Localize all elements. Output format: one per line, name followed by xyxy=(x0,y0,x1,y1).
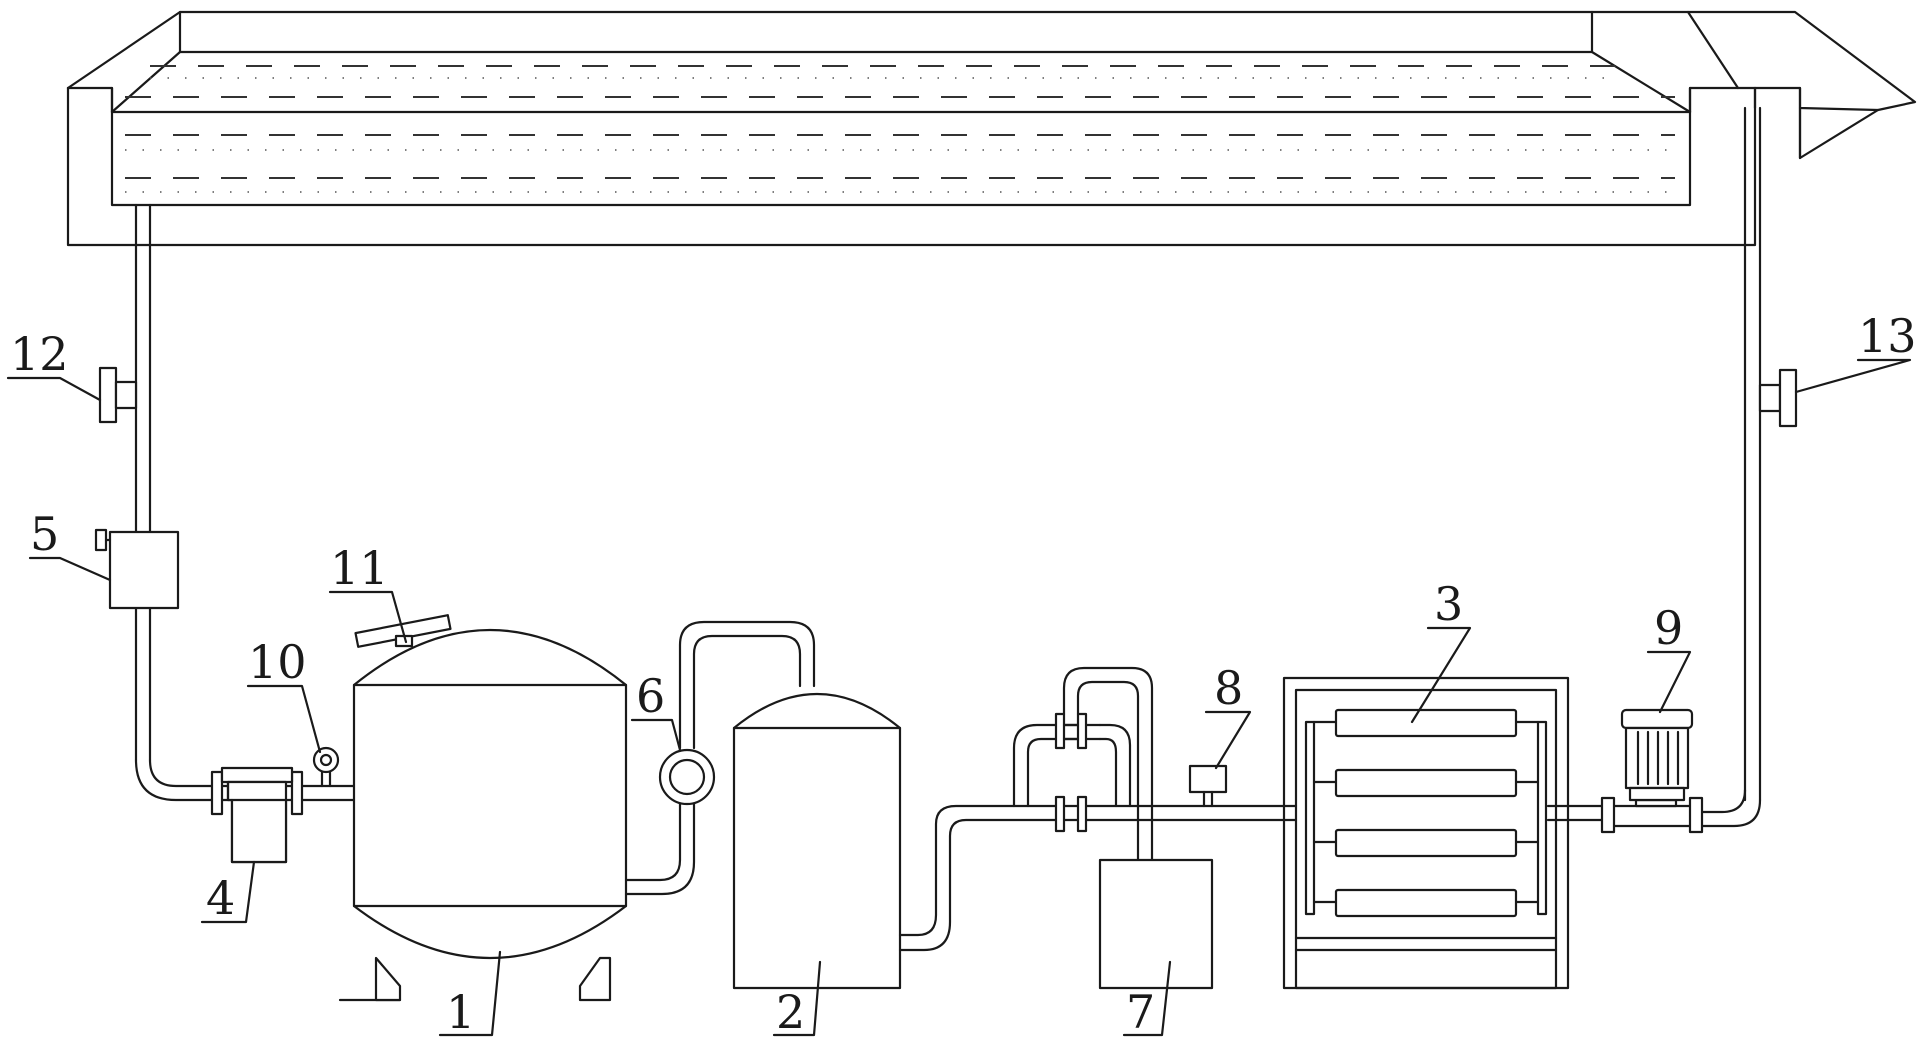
filter-4 xyxy=(210,766,358,864)
label-2: 2 xyxy=(776,985,805,1039)
label-5: 5 xyxy=(30,507,59,561)
valve-13 xyxy=(1758,368,1798,428)
label-13: 13 xyxy=(1858,309,1917,363)
label-10: 10 xyxy=(248,635,307,689)
pipe-tank2-to-line xyxy=(898,804,1286,952)
sensor-8 xyxy=(1188,764,1228,808)
label-6: 6 xyxy=(636,669,665,723)
right-supply-pipe xyxy=(1698,106,1762,828)
membrane-frame-3 xyxy=(1282,676,1570,990)
valve-12 xyxy=(98,366,138,424)
label-1: 1 xyxy=(446,985,475,1039)
label-11: 11 xyxy=(330,541,389,595)
label-3: 3 xyxy=(1434,577,1463,631)
tank-2 xyxy=(732,693,902,990)
label-7: 7 xyxy=(1126,985,1155,1039)
callout-leaders xyxy=(6,358,1912,1037)
label-9: 9 xyxy=(1654,601,1683,655)
pump-6 xyxy=(658,748,716,806)
bypass-valves xyxy=(1012,666,1154,862)
tank-7 xyxy=(1098,858,1214,990)
gauge-10 xyxy=(312,746,340,788)
tank-1 xyxy=(338,614,628,1002)
label-4: 4 xyxy=(206,871,235,925)
label-8: 8 xyxy=(1214,661,1243,715)
overflow-channel xyxy=(1686,10,1917,160)
device-5 xyxy=(94,528,180,610)
label-12: 12 xyxy=(10,327,69,381)
pipe-tank1-to-tank2 xyxy=(624,620,816,896)
pump-9 xyxy=(1600,708,1704,834)
top-basin xyxy=(66,10,1757,247)
callout-labels: 12 5 10 11 4 1 6 2 7 8 3 9 13 xyxy=(10,309,1917,1039)
left-return-pipe xyxy=(134,203,218,802)
pipe-to-membranes xyxy=(1282,804,1612,822)
